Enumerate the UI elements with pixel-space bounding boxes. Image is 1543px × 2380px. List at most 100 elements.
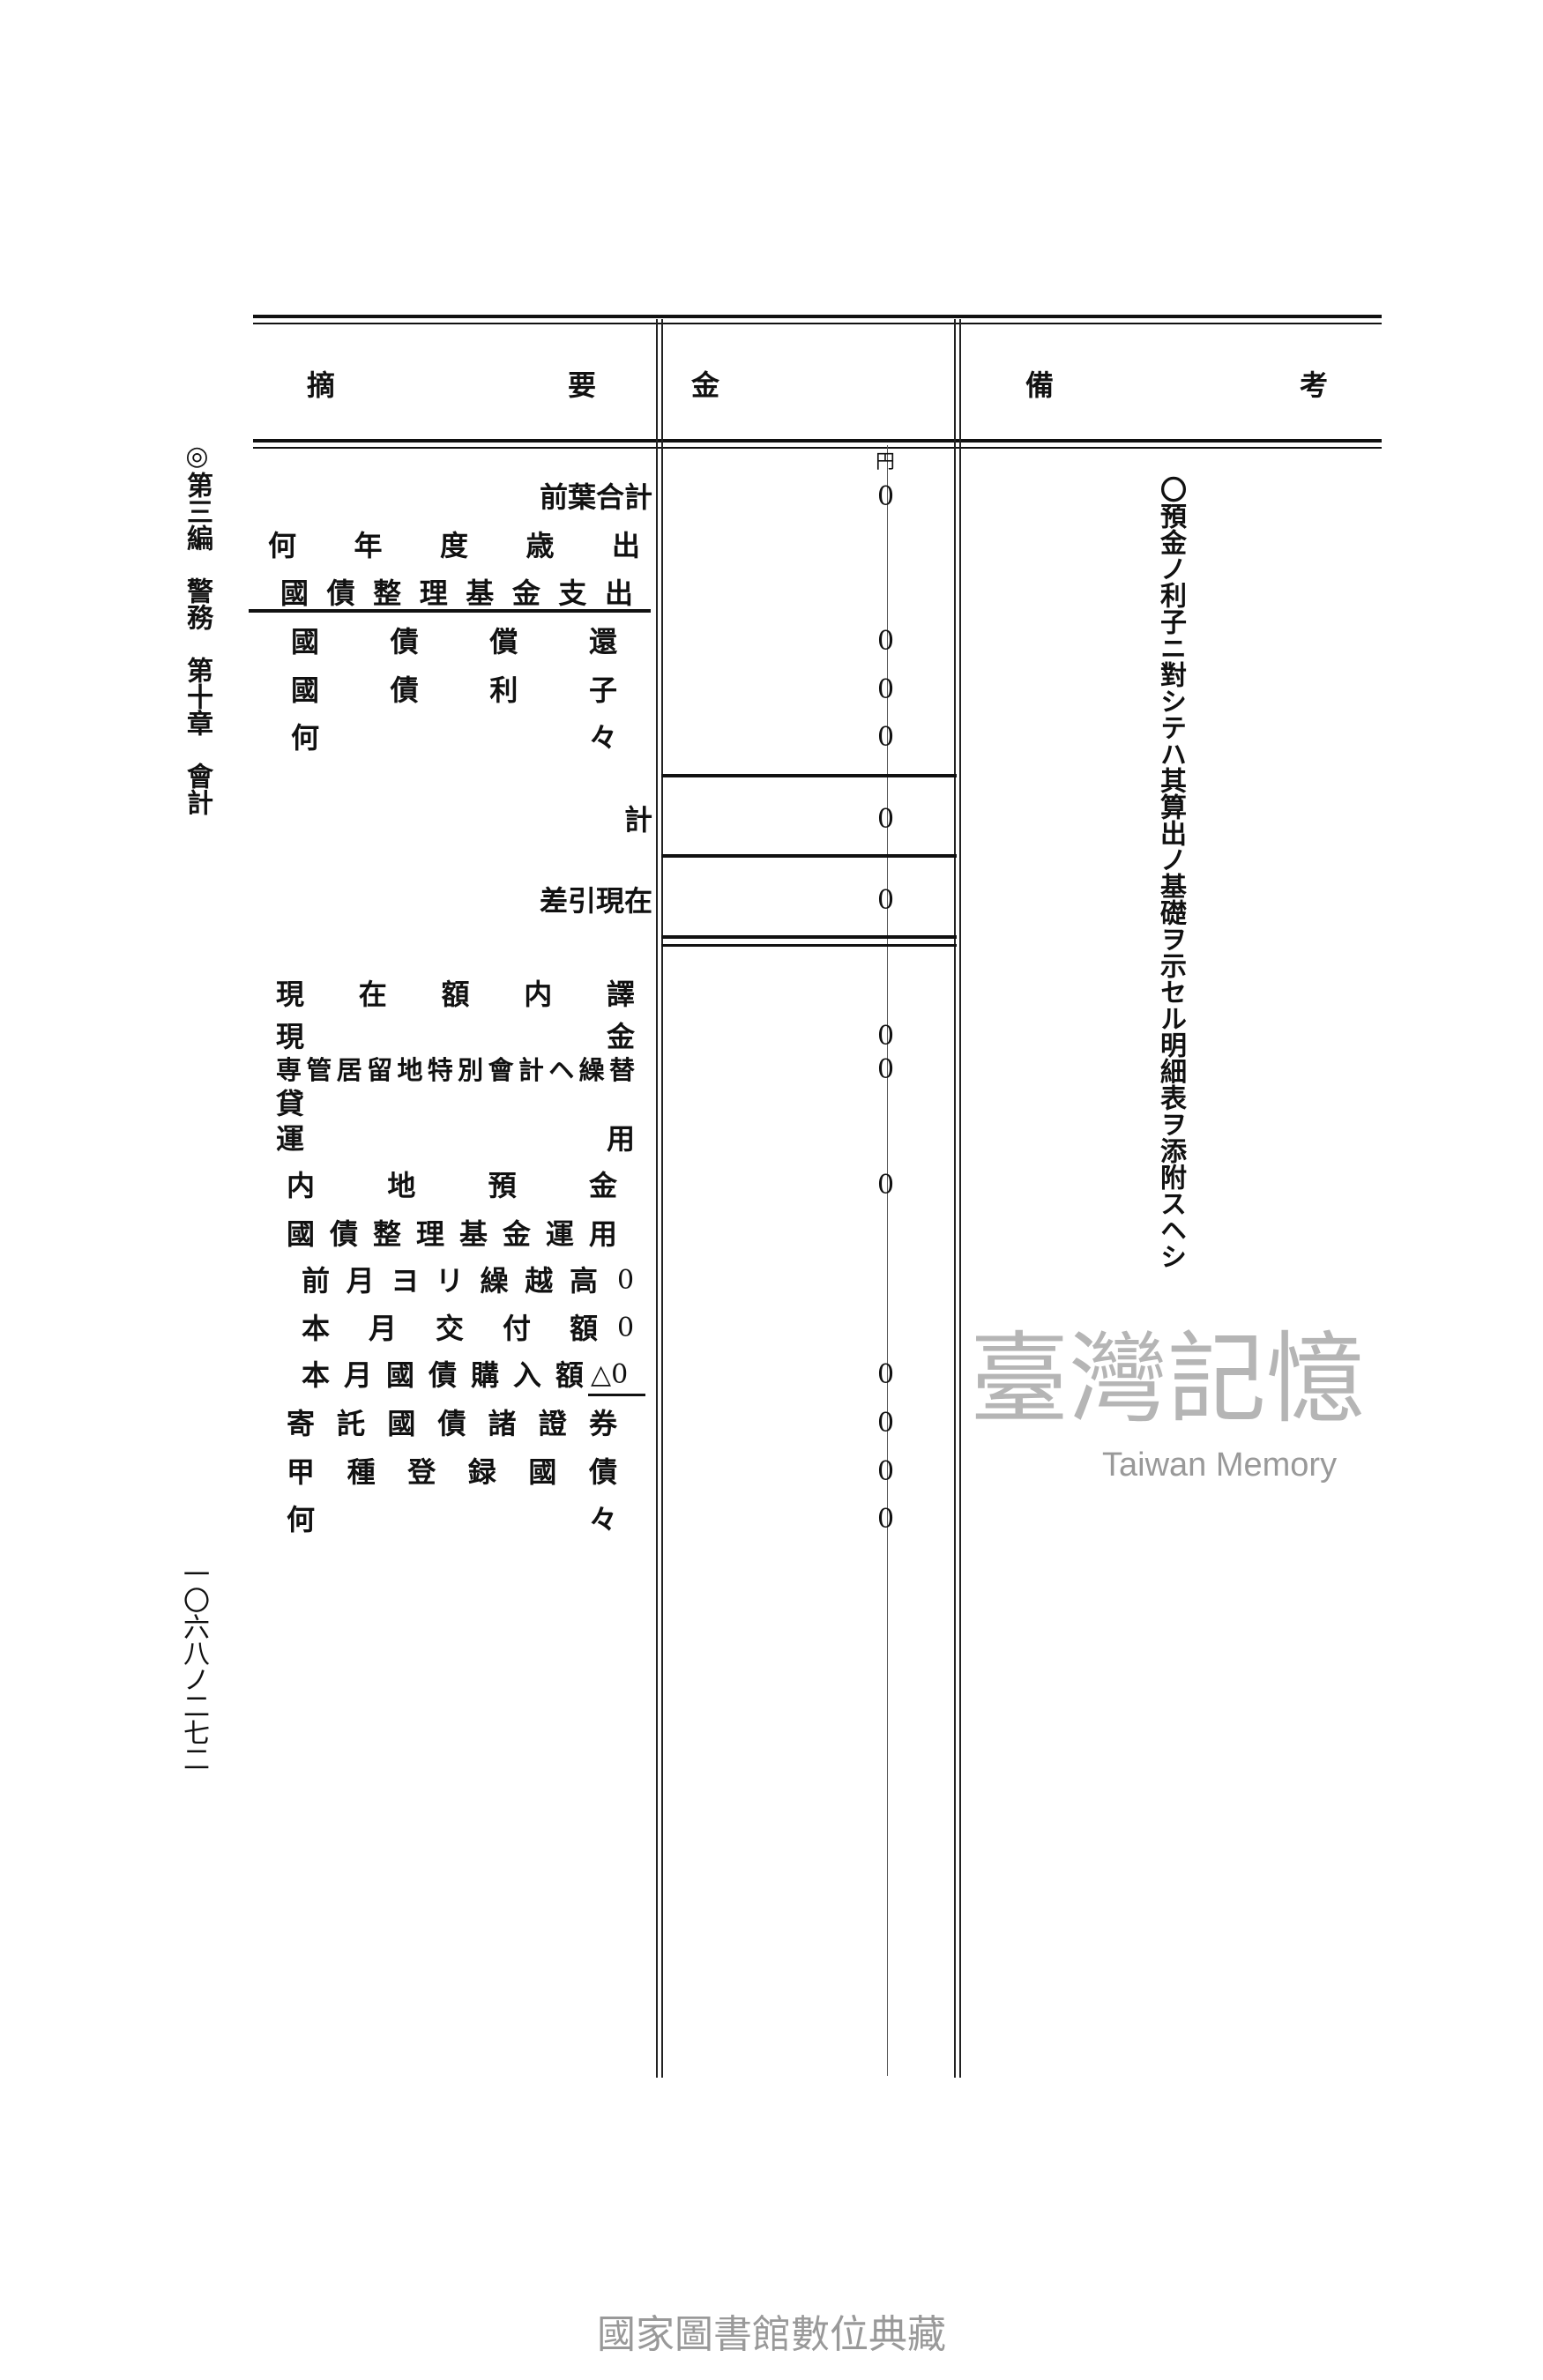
label-char: 出 bbox=[611, 529, 640, 562]
row-label: 本月國債購入額 bbox=[302, 1359, 584, 1391]
label-char: 地 bbox=[397, 1055, 423, 1085]
running-header: ◎第三編 警務 第十章 會計 bbox=[182, 441, 212, 815]
row-label: 國債整理基金支出 bbox=[280, 577, 633, 609]
label-char: 償 bbox=[489, 625, 518, 658]
label-char: 本 bbox=[302, 1358, 331, 1392]
label-char: 購 bbox=[470, 1358, 499, 1392]
label-char: 替 bbox=[608, 1055, 635, 1085]
section-underline bbox=[249, 609, 651, 613]
total-rule bbox=[661, 854, 957, 858]
label-char: 現 bbox=[276, 1020, 305, 1053]
row-amount: 0 bbox=[877, 481, 895, 512]
label-char: 度 bbox=[439, 529, 468, 562]
row-label: 専管居留地特別會計ヘ繰替 bbox=[276, 1054, 635, 1086]
label-char: 證 bbox=[538, 1407, 567, 1440]
label-char: 出 bbox=[604, 576, 633, 610]
label-char: 運 bbox=[276, 1122, 305, 1156]
row-label: 運用 bbox=[276, 1123, 635, 1155]
label-char: 専 bbox=[276, 1055, 302, 1085]
row-amount: 0 bbox=[877, 885, 895, 916]
row-label: 計 bbox=[623, 803, 652, 837]
header-bottom-rule bbox=[253, 439, 1382, 443]
label-char: 甲 bbox=[287, 1455, 316, 1489]
row-label: 寄託國債諸證券 bbox=[287, 1408, 617, 1439]
row-label: 現在額内譯 bbox=[276, 978, 635, 1010]
label-char: 債 bbox=[390, 673, 419, 707]
label-char: 國 bbox=[528, 1455, 557, 1489]
label-char: 現 bbox=[276, 978, 305, 1011]
label-char: リ bbox=[435, 1264, 464, 1298]
label-char: 運 bbox=[545, 1217, 574, 1251]
label-char: 用 bbox=[588, 1217, 617, 1251]
table-top-rule bbox=[253, 315, 1382, 318]
label-char: 付 bbox=[502, 1312, 531, 1345]
label-char: 内 bbox=[287, 1169, 316, 1202]
row-label: 内地預金 bbox=[287, 1170, 617, 1201]
label-char: 預 bbox=[488, 1169, 517, 1202]
subtotal-rule bbox=[661, 774, 957, 777]
row-label: 本月交付額 bbox=[302, 1313, 598, 1344]
column-divider bbox=[954, 319, 956, 2078]
label-char: 託 bbox=[337, 1407, 366, 1440]
header-remarks-1: 備 bbox=[1025, 368, 1055, 402]
row-amount: 0 bbox=[877, 722, 895, 753]
row-amount: 0 bbox=[877, 804, 895, 835]
label-char: 管 bbox=[306, 1055, 332, 1085]
label-char: 子 bbox=[588, 673, 617, 707]
label-char: 金 bbox=[606, 1020, 635, 1053]
row-label: 前葉合計 bbox=[539, 480, 652, 514]
row-label: 國債整理基金運用 bbox=[287, 1218, 617, 1250]
label-char: 別 bbox=[458, 1055, 484, 1085]
label-char: 額 bbox=[441, 978, 470, 1011]
label-char: 越 bbox=[525, 1264, 554, 1298]
watermark-logo: 臺灣記憶 bbox=[970, 1322, 1365, 1437]
label-char: 年 bbox=[354, 529, 383, 562]
row-label: 貸 bbox=[276, 1087, 305, 1120]
label-char: ヨ bbox=[391, 1264, 420, 1298]
label-char: 特 bbox=[427, 1055, 453, 1085]
header-amount: 金 bbox=[691, 368, 720, 402]
label-char: 還 bbox=[588, 625, 617, 658]
label-char: 國 bbox=[287, 1217, 316, 1251]
label-char: 居 bbox=[336, 1055, 362, 1085]
label-char: 内 bbox=[524, 978, 553, 1011]
label-char: 債 bbox=[390, 625, 419, 658]
label-char: 留 bbox=[367, 1055, 393, 1085]
label-char: 券 bbox=[588, 1407, 617, 1440]
sub-amount-underline bbox=[588, 1394, 645, 1396]
label-char: 録 bbox=[467, 1455, 496, 1489]
page-number: 一〇六八ノ二七二 bbox=[178, 1560, 209, 1772]
row-amount: 0 bbox=[877, 1408, 895, 1439]
row-amount: 0 bbox=[877, 1456, 895, 1487]
label-char: 金 bbox=[511, 576, 540, 610]
label-char: 金 bbox=[588, 1169, 617, 1202]
label-char: 高 bbox=[569, 1264, 598, 1298]
row-amount: 0 bbox=[877, 626, 895, 657]
header-summary-1: 摘 bbox=[307, 368, 336, 402]
label-char: 國 bbox=[385, 1358, 414, 1392]
header-remarks-2: 考 bbox=[1300, 368, 1329, 402]
row-amount: 0 bbox=[877, 1170, 895, 1201]
label-char: 地 bbox=[387, 1169, 416, 1202]
row-label: 何年度歳出 bbox=[268, 530, 640, 562]
label-char: 額 bbox=[569, 1312, 598, 1345]
label-char: 會 bbox=[488, 1055, 514, 1085]
label-char: 月 bbox=[343, 1358, 372, 1392]
label-char: 諸 bbox=[488, 1407, 517, 1440]
row-label: 差引現在 bbox=[539, 884, 652, 918]
label-char: 債 bbox=[329, 1217, 358, 1251]
row-label: 國債利子 bbox=[291, 674, 617, 706]
sub-amount: 0 bbox=[617, 1313, 635, 1343]
label-char: 債 bbox=[428, 1358, 457, 1392]
table-top-rule-thin bbox=[253, 323, 1382, 324]
label-char: 國 bbox=[291, 673, 320, 707]
remarks-note: 〇預金ノ利子ニ對シテハ其算出ノ基礎ヲ示セル明細表ヲ添附スヘシ bbox=[1155, 476, 1186, 1269]
label-char: 計 bbox=[518, 1055, 544, 1085]
label-char: 何 bbox=[291, 721, 320, 755]
label-char: 登 bbox=[407, 1455, 436, 1489]
row-amount: 0 bbox=[877, 1359, 895, 1390]
label-char: 本 bbox=[302, 1312, 331, 1345]
row-amount: 0 bbox=[877, 1504, 895, 1535]
label-char: 繰 bbox=[480, 1264, 509, 1298]
